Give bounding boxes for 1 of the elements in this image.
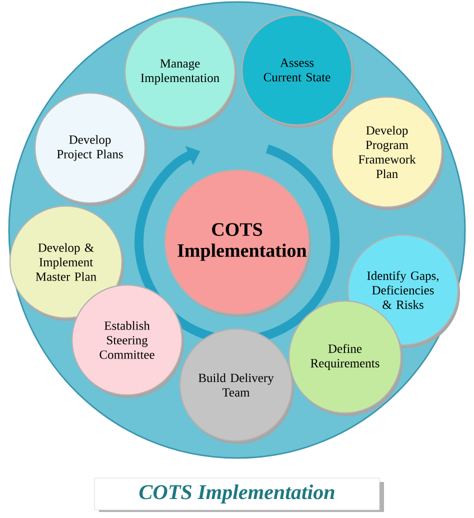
caption-box: COTS Implementation [94,478,380,510]
